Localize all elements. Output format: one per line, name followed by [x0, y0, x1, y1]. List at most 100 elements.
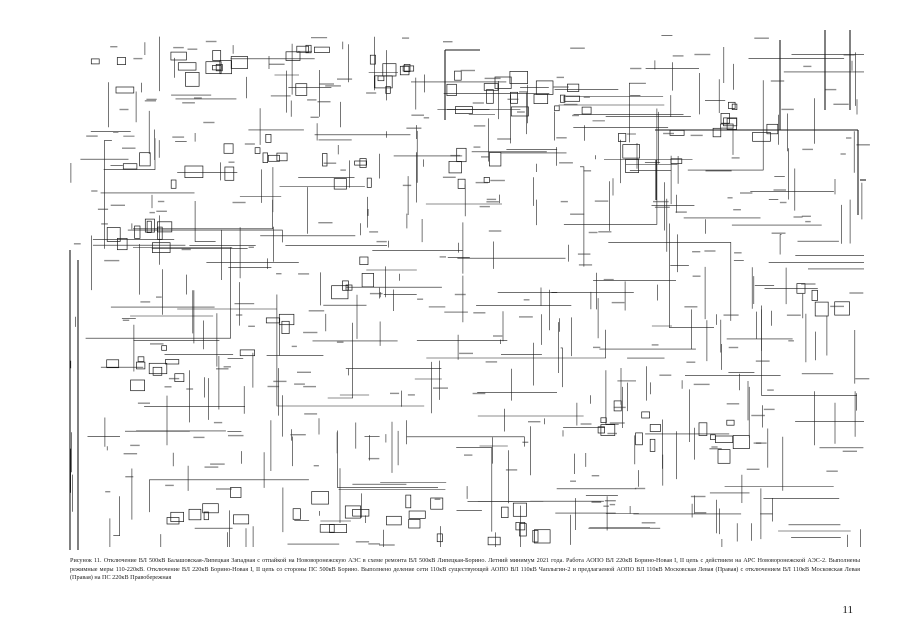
substation-block: [329, 524, 347, 533]
label-mark: [325, 85, 341, 87]
label-mark: [216, 488, 232, 490]
label-mark: [91, 190, 98, 192]
label-mark: [164, 386, 172, 388]
label-mark: [110, 204, 125, 206]
label-mark: [475, 181, 489, 184]
label-mark: [672, 55, 684, 57]
label-mark: [763, 408, 775, 411]
substation-block: [597, 426, 605, 434]
substation-block: [710, 434, 716, 440]
label-mark: [459, 352, 473, 355]
substation-block: [512, 502, 527, 517]
substation-block: [811, 289, 818, 301]
label-mark: [727, 197, 733, 199]
label-mark: [376, 240, 387, 243]
label-mark: [406, 127, 422, 129]
label-mark: [369, 231, 379, 233]
substation-block: [230, 487, 242, 498]
label-mark: [572, 114, 579, 117]
substation-block: [202, 503, 219, 514]
label-mark: [734, 252, 742, 254]
label-mark: [119, 108, 129, 111]
substation-block: [796, 283, 806, 294]
substation-block: [501, 506, 509, 518]
label-mark: [318, 222, 333, 224]
label-mark: [692, 275, 701, 277]
label-mark: [417, 298, 424, 300]
label-mark: [390, 392, 400, 395]
label-mark: [824, 88, 837, 91]
substation-block: [157, 226, 163, 240]
substation-block: [715, 435, 734, 443]
substation-block: [281, 320, 290, 334]
substation-block: [535, 80, 554, 95]
substation-block: [510, 106, 529, 117]
label-mark: [788, 340, 794, 342]
label-mark: [609, 422, 625, 424]
substation-block: [134, 225, 141, 239]
label-mark: [407, 394, 415, 396]
label-mark: [694, 512, 707, 514]
label-mark: [781, 108, 794, 111]
label-mark: [273, 380, 287, 383]
schematic-wires: [70, 35, 864, 547]
label-mark: [203, 121, 215, 124]
label-mark: [613, 406, 626, 409]
substation-block: [567, 83, 580, 92]
label-mark: [473, 312, 486, 314]
substation-block: [295, 83, 308, 96]
label-mark: [303, 331, 318, 334]
label-mark: [793, 216, 803, 218]
substation-block: [723, 117, 738, 127]
substation-block: [717, 449, 731, 464]
substation-block: [292, 508, 301, 520]
substation-block: [635, 432, 643, 446]
label-mark: [443, 41, 453, 43]
label-mark: [855, 378, 870, 380]
substation-block: [230, 56, 248, 69]
substation-block: [285, 51, 301, 61]
label-mark: [442, 176, 456, 178]
substation-block: [369, 54, 376, 65]
label-mark: [570, 213, 585, 215]
label-mark: [228, 434, 244, 437]
label-mark: [751, 414, 765, 417]
substation-block: [319, 524, 335, 533]
node-labels: [73, 37, 870, 546]
label-mark: [507, 98, 519, 100]
substation-block: [311, 491, 329, 505]
routed-line: [563, 108, 658, 225]
label-mark: [157, 200, 165, 203]
label-mark: [830, 305, 844, 308]
substation-block: [374, 75, 393, 89]
label-mark: [304, 413, 318, 415]
label-mark: [588, 231, 598, 234]
substation-block: [386, 515, 402, 526]
label-mark: [659, 374, 672, 376]
label-mark: [186, 388, 194, 390]
substation-block: [402, 65, 415, 72]
substation-block: [117, 238, 128, 251]
substation-block: [239, 349, 255, 357]
label-mark: [694, 53, 711, 56]
label-mark: [290, 434, 306, 436]
substation-block: [532, 530, 539, 543]
substation-block: [728, 101, 736, 109]
substation-block: [408, 519, 421, 529]
substation-block: [278, 313, 295, 326]
label-mark: [488, 230, 502, 232]
substation-block: [165, 359, 180, 365]
routed-line: [406, 436, 525, 447]
substation-block: [494, 76, 512, 89]
label-mark: [156, 296, 162, 298]
label-mark: [773, 189, 786, 191]
label-mark: [754, 37, 769, 39]
label-mark: [137, 402, 150, 404]
substation-block: [170, 51, 187, 61]
label-mark: [307, 99, 317, 101]
label-mark: [684, 306, 698, 308]
label-mark: [598, 231, 612, 233]
label-mark: [840, 153, 846, 155]
label-mark: [523, 299, 530, 301]
